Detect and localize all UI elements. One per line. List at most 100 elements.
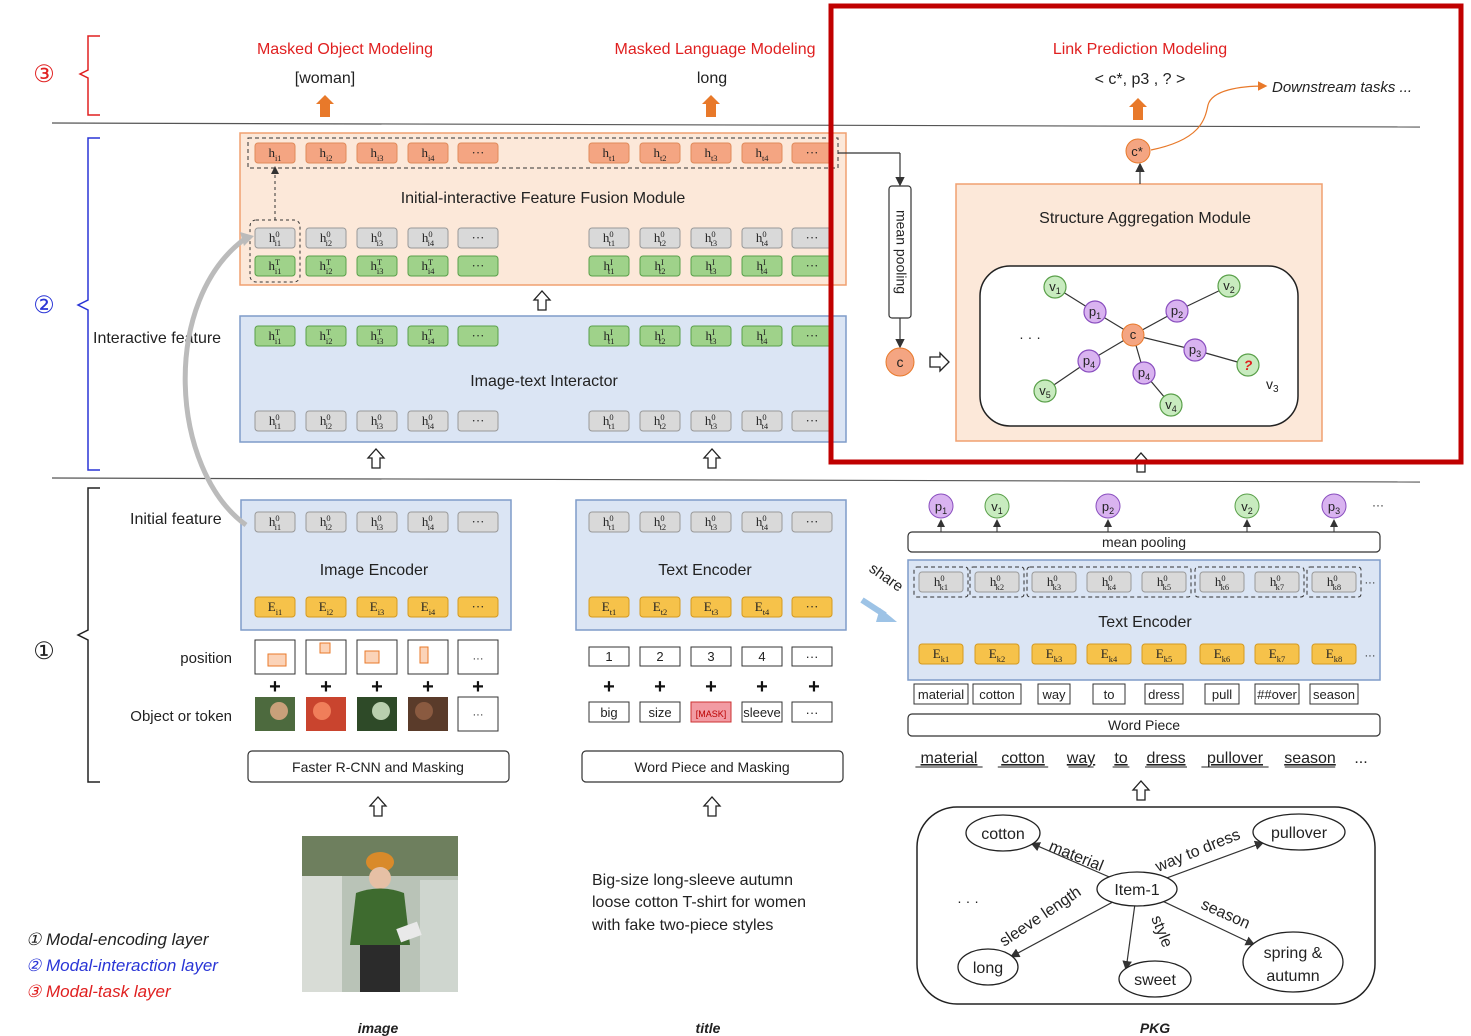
pkg-word: material	[921, 750, 978, 767]
pkg-word: way	[1066, 750, 1095, 767]
svg-text:Et3: Et3	[704, 599, 719, 617]
word-piece-token	[1309, 683, 1359, 705]
interactor-input-token: ···	[457, 410, 499, 432]
svg-text:hi4: hi4	[421, 145, 435, 163]
text-embedding: Et1	[588, 596, 630, 618]
svg-text:+: +	[320, 676, 332, 698]
svg-text:+: +	[603, 676, 615, 698]
svg-text:mean pooling: mean pooling	[1102, 534, 1186, 550]
graph-node-p4b: p4	[1132, 361, 1156, 385]
position-box	[457, 639, 499, 675]
image-embedding: Ei1	[254, 596, 296, 618]
mom-title: Masked Object Modeling	[257, 41, 433, 58]
pkg-embedding: Ek1	[918, 643, 964, 665]
separator-bottom	[51, 477, 1421, 483]
svg-text:···: ···	[806, 705, 819, 720]
svg-text:Et2: Et2	[653, 599, 668, 617]
svg-text:+: +	[808, 676, 820, 698]
text-position-box	[639, 646, 681, 667]
fusion-interactive-token: ···	[791, 255, 833, 277]
position-label: position	[180, 650, 232, 667]
svg-text:···: ···	[473, 653, 484, 665]
svg-text:v5: v5	[1039, 383, 1051, 400]
svg-text:material: material	[918, 687, 964, 702]
graph-node-v1: v1	[1043, 275, 1067, 299]
svg-text:spring &: spring &	[1264, 945, 1323, 962]
fusion-top-token: hi4	[407, 142, 449, 164]
pkg-node: spring &autumn	[1242, 931, 1344, 993]
svg-text:hi2: hi2	[319, 145, 332, 163]
svg-text:Text Encoder: Text Encoder	[1098, 614, 1192, 631]
text-embedding: ···	[791, 596, 833, 618]
svg-text:···: ···	[806, 599, 819, 614]
svg-text:···: ···	[806, 145, 819, 160]
svg-text:##over: ##over	[1257, 687, 1297, 702]
svg-text:···: ···	[806, 649, 819, 664]
object-patch	[255, 697, 295, 731]
text-embedding: Et2	[639, 596, 681, 618]
svg-text:cotton: cotton	[979, 687, 1014, 702]
interactor-output-token: ···	[791, 325, 833, 347]
text-embedding: Et4	[741, 596, 783, 618]
task-up-arrows	[316, 95, 1147, 120]
svg-text:· · ·: · · ·	[957, 893, 979, 909]
share-label: share	[866, 560, 906, 595]
text-embedding: Et3	[690, 596, 732, 618]
fusion-interactive-token: ···	[457, 255, 499, 277]
pkg-word: to	[1114, 750, 1127, 767]
pkg-output-node: v2	[1234, 493, 1260, 519]
fusion-initial-token: ···	[457, 227, 499, 249]
svg-text:ht1: ht1	[602, 145, 615, 163]
graph-node-p4a: p4	[1077, 349, 1101, 373]
pkg-embedding: Ek3	[1031, 643, 1077, 665]
svg-text:1: 1	[605, 649, 612, 664]
svg-text:p1: p1	[935, 499, 947, 516]
svg-text:?: ?	[1244, 357, 1253, 373]
svg-text:+: +	[654, 676, 666, 698]
word-piece-box	[907, 713, 1381, 737]
interaction-layer-marker: ②	[33, 292, 55, 319]
structure-ellipsis: · · ·	[1019, 329, 1041, 345]
svg-text:···: ···	[472, 328, 485, 343]
layer-brace-task: ③	[33, 35, 100, 116]
token-box	[741, 701, 783, 723]
interactor-title: Image-text Interactor	[470, 373, 618, 390]
title-line-1: Big-size long-sleeve autumn	[592, 872, 793, 889]
svg-text:p3: p3	[1189, 342, 1201, 359]
faster-rcnn-box	[247, 750, 510, 783]
word-piece-token	[1144, 683, 1184, 705]
svg-text:Word Piece: Word Piece	[1108, 717, 1180, 733]
